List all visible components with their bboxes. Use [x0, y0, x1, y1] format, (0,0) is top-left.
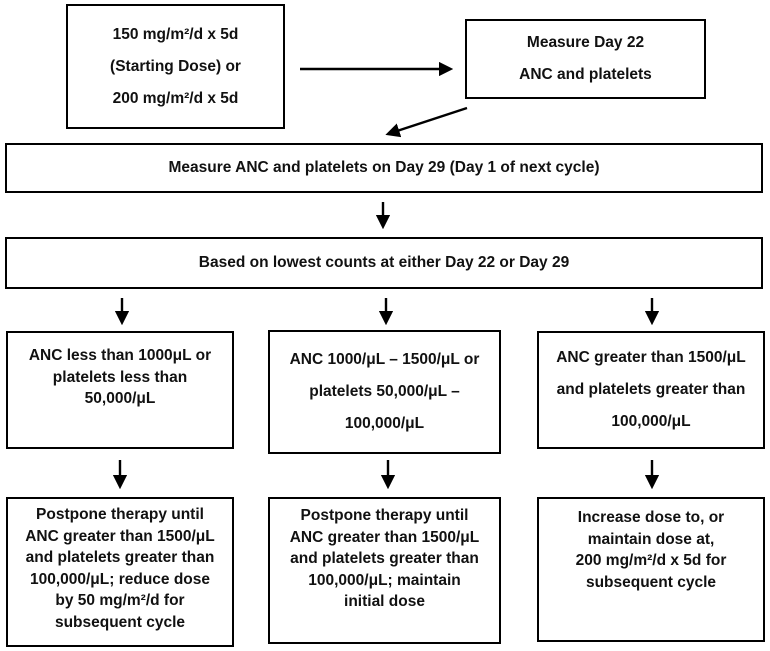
- box-high-counts-text: ANC greater than 1500/μL and platelets g…: [556, 349, 746, 430]
- box-measure-day22: Measure Day 22 ANC and platelets: [465, 19, 706, 99]
- box-postpone-maintain-text: Postpone therapy until ANC greater than …: [289, 507, 480, 610]
- box-measure-day22-text: Measure Day 22 ANC and platelets: [519, 34, 652, 83]
- box-starting-dose: 150 mg/m²/d x 5d (Starting Dose) or 200 …: [66, 4, 285, 129]
- box-starting-dose-text: 150 mg/m²/d x 5d (Starting Dose) or 200 …: [110, 25, 241, 107]
- box-low-counts-text: ANC less than 1000μL or platelets less t…: [28, 347, 212, 407]
- box-measure-day29-text: Measure ANC and platelets on Day 29 (Day…: [168, 159, 600, 176]
- box-low-counts: ANC less than 1000μL or platelets less t…: [6, 331, 234, 449]
- box-measure-day29: Measure ANC and platelets on Day 29 (Day…: [5, 143, 763, 193]
- box-mid-counts: ANC 1000/μL – 1500/μL or platelets 50,00…: [268, 330, 501, 454]
- box-lowest-counts: Based on lowest counts at either Day 22 …: [5, 237, 763, 289]
- box-postpone-maintain: Postpone therapy until ANC greater than …: [268, 497, 501, 644]
- box-increase-dose: Increase dose to, or maintain dose at, 2…: [537, 497, 765, 642]
- box-increase-dose-text: Increase dose to, or maintain dose at, 2…: [575, 509, 727, 591]
- box-postpone-reduce: Postpone therapy until ANC greater than …: [6, 497, 234, 647]
- box-postpone-reduce-text: Postpone therapy until ANC greater than …: [25, 506, 215, 631]
- box-high-counts: ANC greater than 1500/μL and platelets g…: [537, 331, 765, 449]
- box-mid-counts-text: ANC 1000/μL – 1500/μL or platelets 50,00…: [289, 351, 480, 432]
- box-lowest-counts-text: Based on lowest counts at either Day 22 …: [198, 254, 570, 271]
- arrow-day22-to-day29: [385, 106, 468, 138]
